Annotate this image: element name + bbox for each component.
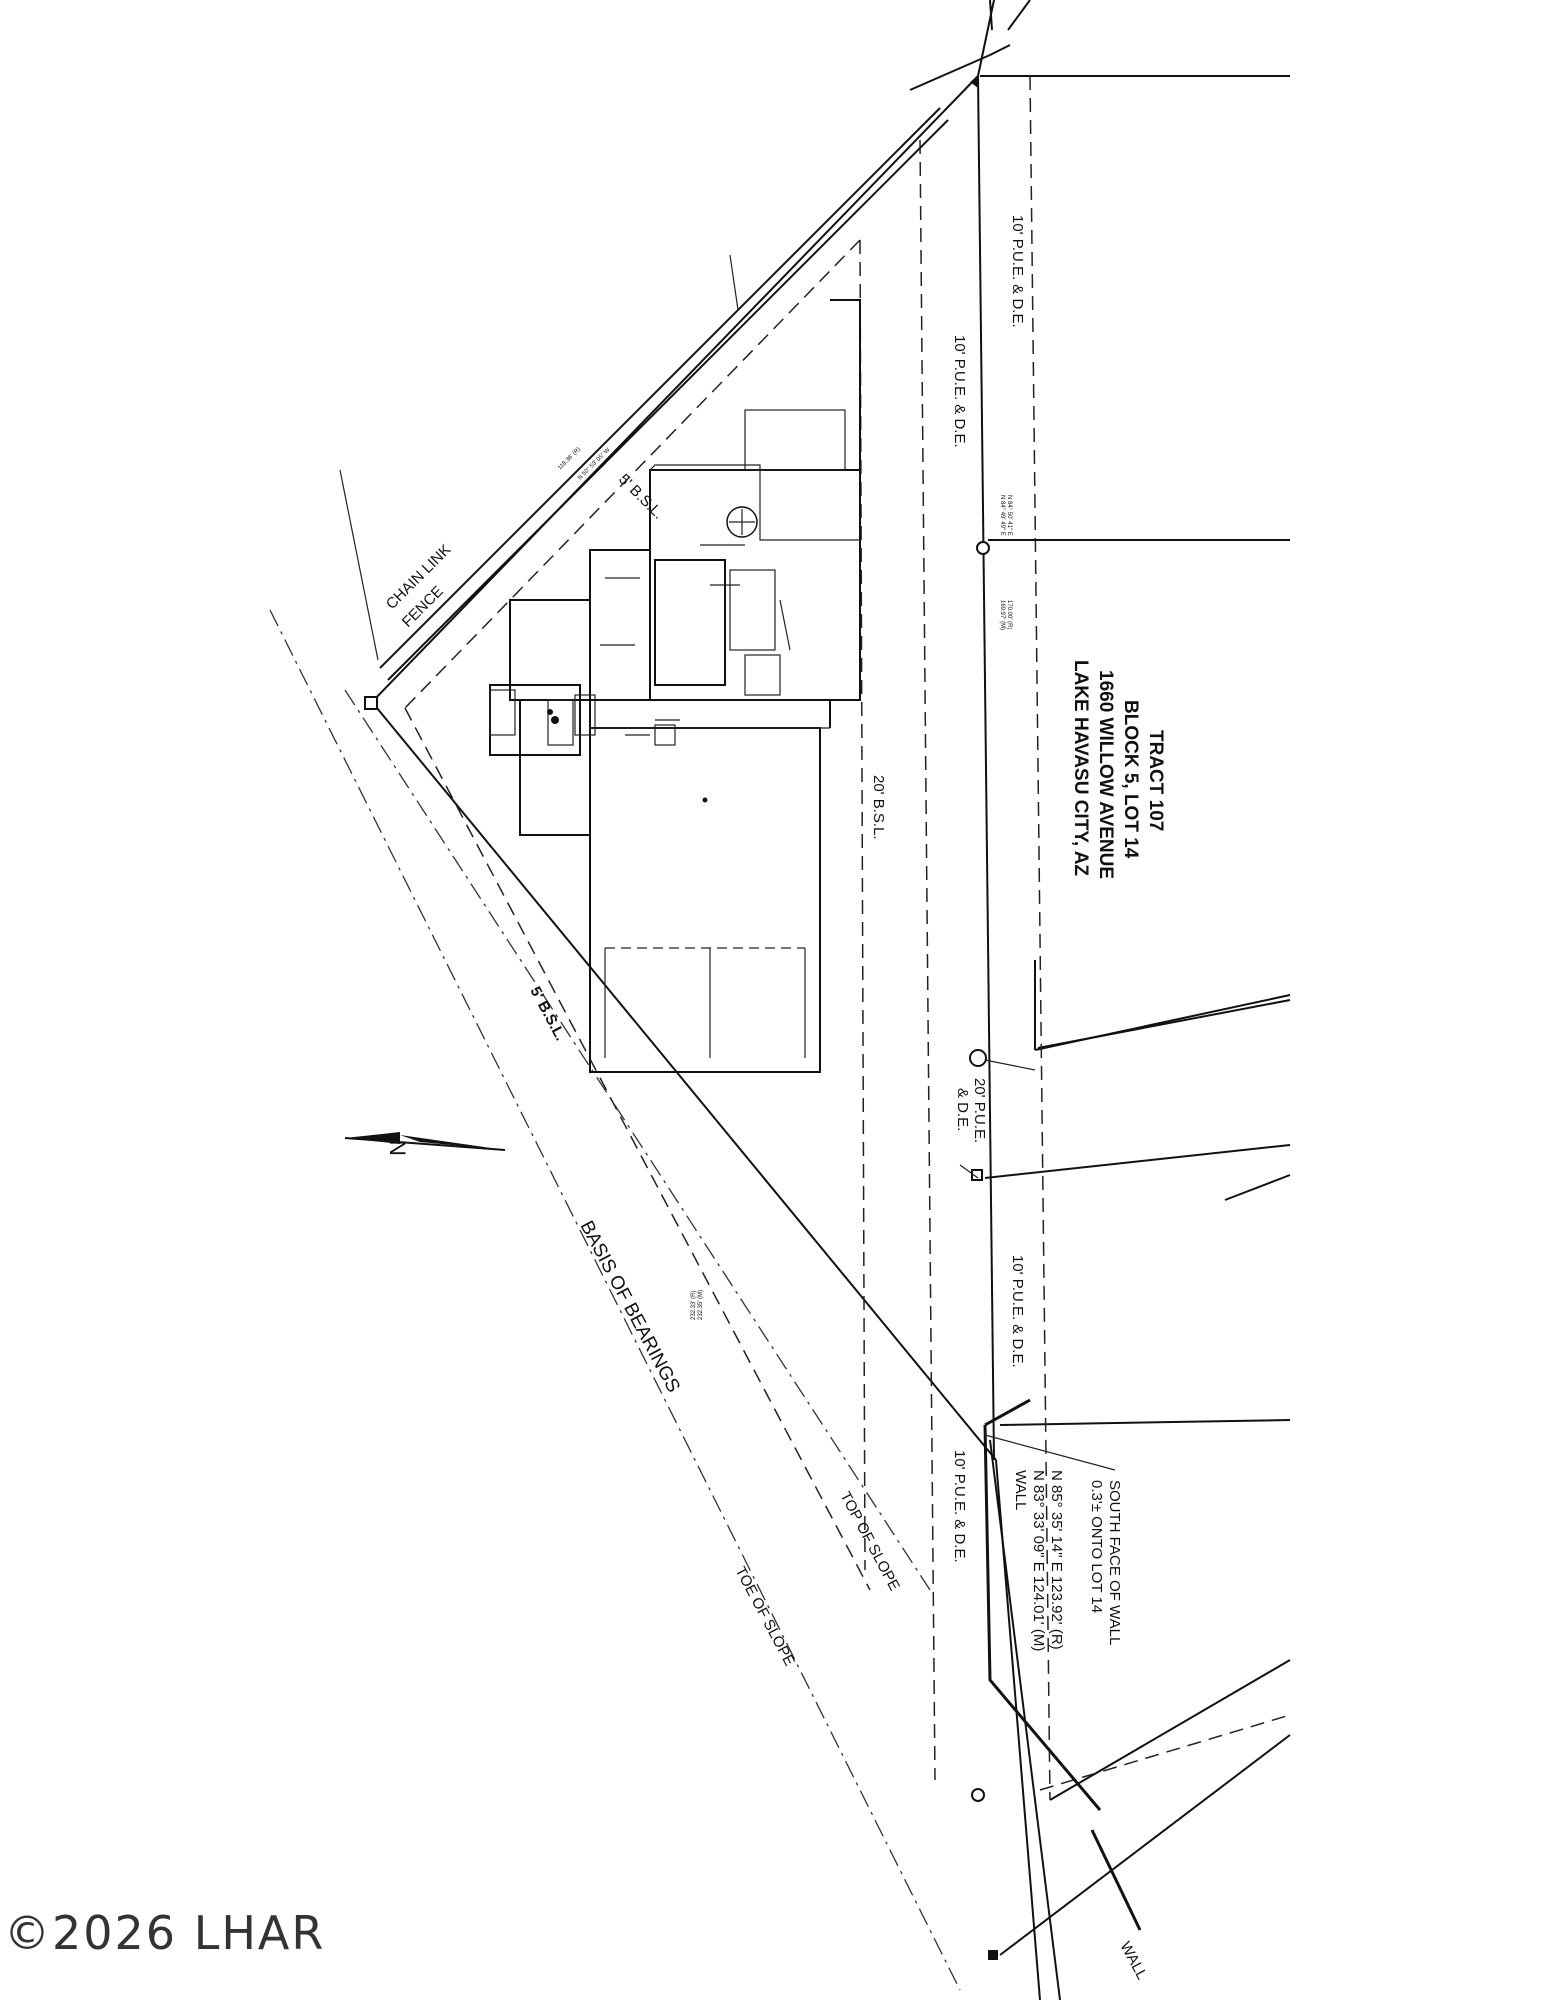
- pue-20-label-2: & D.E.: [954, 1088, 971, 1131]
- house-footprint: [489, 299, 861, 1073]
- pue-top-left-label: 10' P.U.E. & D.E.: [951, 335, 968, 448]
- lot-address: 1660 WILLOW AVENUE: [1095, 670, 1116, 879]
- kitchen-room: [654, 559, 726, 686]
- wall-lines: [983, 1398, 1142, 1931]
- lot-tract: TRACT 107: [1145, 730, 1166, 831]
- pue-mid-right-label: 10' P.U.E. & D.E.: [1009, 1255, 1026, 1368]
- small-dim-6: N 50° 53' 05" W: [577, 447, 611, 481]
- svg-text:N: N: [385, 1140, 410, 1156]
- small-dim-3: 170.00' (R): [1006, 600, 1012, 630]
- pool-outline: [744, 409, 846, 471]
- bsl-5-left-label: 5' B.S.L.: [526, 984, 569, 1044]
- utility-circle-small: [976, 541, 990, 555]
- small-dim-8: 232.35' (M): [698, 1290, 704, 1320]
- bsl-5-top-label: 5' B.S.L.: [615, 471, 667, 523]
- monument-filled: [988, 1950, 998, 1960]
- pue-20-label-1: 20' P.U.E.: [971, 1078, 988, 1143]
- wall-label: WALL: [1012, 1470, 1029, 1510]
- lot-city: LAKE HAVASU CITY, AZ: [1070, 660, 1091, 876]
- adjacent-lot-lines: [909, 0, 1291, 1956]
- utility-circle-bottom: [971, 1788, 985, 1802]
- chain-link-fence: [339, 107, 949, 681]
- toe-of-slope-label: TOE OF SLOPE: [731, 1564, 798, 1669]
- small-dim-4: 169.97' (M): [999, 600, 1005, 630]
- utility-markers: [364, 76, 1036, 1960]
- spa-icon: [726, 506, 758, 538]
- small-dim-5: 118.36' (R): [557, 447, 582, 472]
- wall-south-face-label-1: SOUTH FACE OF WALL: [1106, 1480, 1123, 1645]
- easement-lines: [269, 75, 1291, 1991]
- wall-south-face-label-2: 0.3'± ONTO LOT 14: [1088, 1480, 1105, 1613]
- copyright-watermark: ©2026 LHAR: [4, 1906, 326, 1960]
- monument-square: [971, 1169, 983, 1181]
- basis-of-bearings-label: BASIS OF BEARINGS: [576, 1217, 684, 1396]
- small-dim-1: N 84° 50' 41" E: [1006, 495, 1012, 536]
- bath-room: [589, 549, 651, 701]
- top-of-slope-label: TOP OF SLOPE: [836, 1489, 902, 1594]
- wall-bottom-label: WALL: [1116, 1939, 1150, 1983]
- small-dim-7: 232.33' (R): [691, 1291, 697, 1321]
- small-dim-2: N 84° 49' 49" E: [999, 495, 1005, 536]
- monument-circle-large: [969, 1049, 987, 1067]
- living-area: [649, 469, 861, 701]
- bearing-measured-label: N 83° 33' 09" E 124.01' (M): [1030, 1470, 1047, 1651]
- lot-info-block: TRACT 107 BLOCK 5, LOT 14 1660 WILLOW AV…: [1070, 660, 1166, 879]
- north-arrow-icon: N: [344, 1132, 506, 1156]
- kitchen-island: [729, 569, 776, 651]
- pue-top-right-label: 10' P.U.E. & D.E.: [1009, 215, 1026, 328]
- corner-marker: [364, 696, 378, 710]
- lot-boundary: [371, 0, 1061, 2000]
- lot-block: BLOCK 5, LOT 14: [1120, 700, 1141, 859]
- garage-outline: [589, 727, 821, 1073]
- pue-bottom-left-label: 10' P.U.E. & D.E.: [951, 1450, 968, 1563]
- bsl-20-label: 20' B.S.L.: [870, 775, 887, 840]
- bearing-record-label: N 85° 35' 14" E 123.92' (R): [1048, 1470, 1065, 1650]
